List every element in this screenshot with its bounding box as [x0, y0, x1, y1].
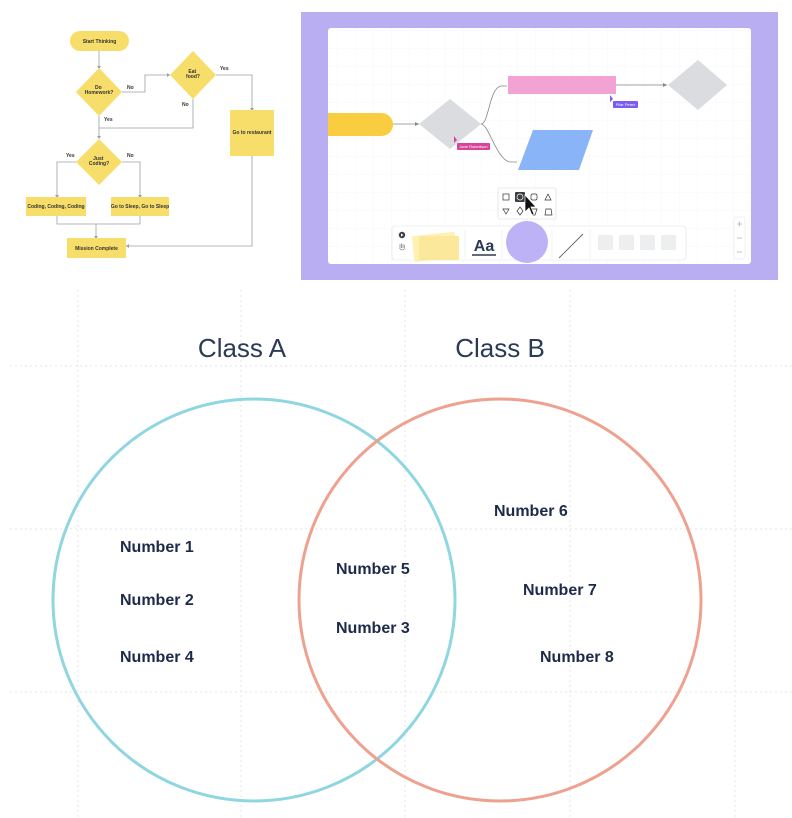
edge-label-food-no: No: [182, 102, 189, 108]
connector-diamond-parallelogram: [480, 123, 517, 163]
node-go-to-sleep-label: Go to Sleep, Go to Sleep: [111, 204, 169, 210]
flowchart-diagram: Start Thinking Do Homework? Eat food? Go…: [26, 31, 274, 258]
play-icon-glyph: [401, 233, 404, 237]
node-coding-label: Coding, Coding, Coding: [27, 204, 84, 210]
node-eat-food-line-1: Eat: [188, 69, 196, 75]
collaborator-tag-1: [457, 143, 490, 150]
connector-coding-mission: [56, 216, 97, 238]
node-go-to-restaurant-label: Go to restaurant: [233, 130, 272, 136]
venn-grid: [10, 290, 792, 818]
arrowhead: [97, 136, 101, 139]
collaborator-name-2: Pilar Perez: [616, 102, 636, 107]
edge-label-coding-yes: Yes: [66, 153, 75, 159]
sticky-note-tool[interactable]: [419, 236, 459, 260]
class-b-item: Number 7: [523, 582, 597, 599]
node-just-coding: [76, 139, 122, 185]
parallelogram-icon[interactable]: [544, 208, 553, 216]
edge-label-coding-no: No: [127, 153, 134, 159]
template-tool-1[interactable]: [598, 235, 613, 250]
arrowhead: [663, 83, 667, 87]
edge-label-homework-yes: Yes: [104, 117, 113, 123]
text-tool-label[interactable]: Aa: [474, 238, 495, 255]
class-b-item: Number 8: [540, 649, 614, 666]
arrowhead: [126, 244, 129, 248]
template-tool-4[interactable]: [661, 235, 676, 250]
connector-restaurant-mission: [126, 156, 253, 247]
node-coding: [26, 197, 86, 216]
node-just-coding-line-1: Just: [93, 156, 104, 162]
node-start-thinking-label: Start Thinking: [83, 39, 117, 45]
node-just-coding-label: Just Coding?: [89, 156, 109, 167]
gray-diamond-shape[interactable]: [419, 99, 481, 149]
square-icon[interactable]: [502, 193, 510, 201]
rounded-square-icon[interactable]: [530, 193, 538, 201]
template-tool-3[interactable]: [640, 235, 655, 250]
intersection-item: Number 3: [336, 620, 410, 637]
selected-shape-highlight: [515, 192, 525, 202]
node-eat-food-label: Eat food?: [186, 69, 200, 80]
circle-icon[interactable]: [516, 193, 524, 201]
hand-icon[interactable]: [399, 243, 406, 251]
connector-line-tool[interactable]: [558, 233, 584, 259]
node-eat-food-line-2: food?: [186, 74, 200, 80]
arrowhead: [250, 108, 254, 111]
whiteboard-mockup: Jane Robertson Pilar Perez Aa: [301, 12, 778, 280]
circle-class-a: [51, 397, 457, 803]
class-a-item: Number 1: [120, 539, 194, 556]
flowchart-connectors: [56, 51, 253, 247]
edge-label-food-yes: Yes: [220, 66, 229, 72]
collaborator-name-1: Jane Robertson: [459, 144, 487, 149]
connector-coding-no: [122, 161, 141, 197]
node-mission-complete: [67, 238, 126, 258]
arrowhead: [94, 236, 98, 239]
pointer-cursor-icon: [524, 194, 537, 216]
connector-sleep-mission: [96, 216, 141, 225]
triangle-icon[interactable]: [544, 193, 552, 201]
arrowhead: [415, 122, 419, 126]
template-tool-2[interactable]: [619, 235, 634, 250]
circle-class-b: [297, 397, 703, 803]
class-b-item: Number 6: [494, 503, 568, 520]
connector-food-coding: [99, 99, 194, 129]
venn-diagram: Class A Class B Number 1 Number 2 Number…: [10, 290, 792, 818]
collaborator-tag-2: [613, 101, 638, 108]
arrowhead: [97, 66, 101, 69]
node-do-homework-line-2: Homework?: [85, 90, 114, 96]
class-b-title: Class B: [455, 333, 545, 363]
node-go-to-restaurant: [230, 110, 274, 156]
node-eat-food: [170, 51, 216, 99]
connector-homework-food: [122, 74, 170, 93]
edge-label-homework-no: No: [127, 85, 134, 91]
circle-shape-tool[interactable]: [506, 221, 548, 263]
connector-food-restaurant: [216, 74, 253, 110]
node-do-homework-line-1: Do: [95, 85, 102, 91]
node-start-thinking: [70, 31, 129, 51]
class-a-title: Class A: [198, 333, 287, 363]
node-do-homework: [76, 68, 122, 116]
diamond-icon[interactable]: [516, 206, 524, 216]
pink-rectangle-shape[interactable]: [508, 76, 616, 94]
arrowhead: [55, 195, 59, 198]
arrowhead: [167, 73, 170, 77]
collaborator-cursor-icon: [610, 95, 613, 102]
connector-diamond-rect: [480, 85, 507, 125]
connector-coding-yes: [56, 161, 76, 197]
intersection-item: Number 5: [336, 561, 410, 578]
node-go-to-sleep: [111, 197, 169, 216]
node-just-coding-line-2: Coding?: [89, 161, 109, 167]
node-mission-complete-label: Mission Complete: [75, 246, 118, 252]
blue-parallelogram-shape[interactable]: [518, 130, 593, 170]
class-a-item: Number 4: [120, 649, 194, 666]
class-a-item: Number 2: [120, 592, 194, 609]
arrowhead: [138, 195, 142, 198]
gray-diamond-shape-right[interactable]: [668, 60, 727, 110]
inverted-triangle-icon[interactable]: [502, 208, 510, 215]
flowchart-arrowheads: [55, 66, 254, 248]
node-do-homework-label: Do Homework?: [85, 85, 114, 96]
collaborator-cursor-icon: [454, 136, 457, 143]
yellow-pill-shape[interactable]: [311, 113, 393, 136]
